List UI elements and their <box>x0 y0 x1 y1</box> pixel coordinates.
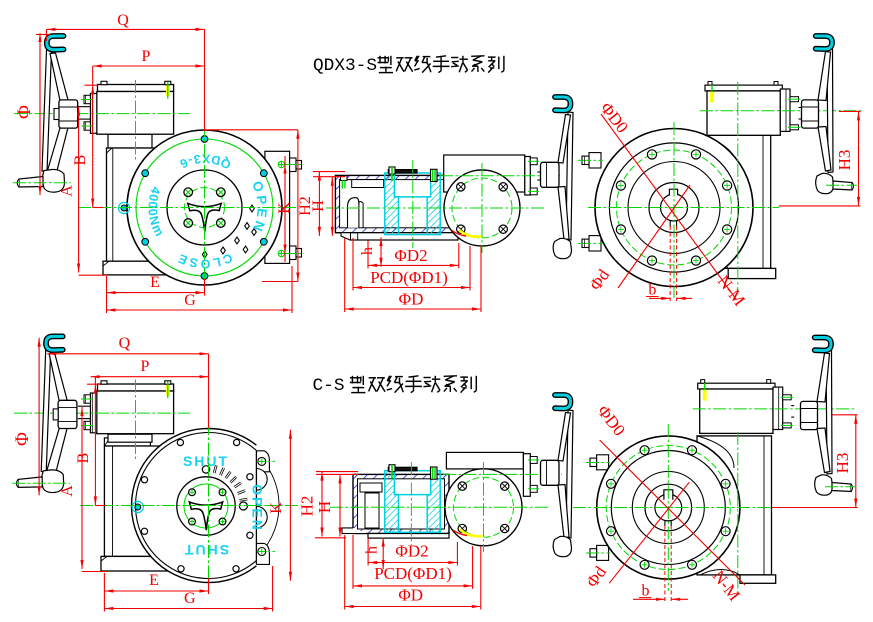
svg-text:K: K <box>276 202 293 214</box>
svg-text:H: H <box>315 501 334 513</box>
svg-text:OPEN: OPEN <box>250 484 266 532</box>
svg-text:Φ: Φ <box>14 105 35 119</box>
svg-text:H: H <box>310 200 327 212</box>
svg-text:PCD(ΦD1): PCD(ΦD1) <box>370 268 448 287</box>
svg-text:SHUT: SHUT <box>183 453 229 469</box>
svg-text:H2: H2 <box>298 496 317 517</box>
svg-text:PCD(ΦD1): PCD(ΦD1) <box>374 564 452 583</box>
svg-text:b: b <box>642 583 650 600</box>
svg-text:A: A <box>58 185 75 197</box>
svg-text:P: P <box>141 358 150 375</box>
svg-text:P: P <box>142 48 151 65</box>
svg-text:B: B <box>72 155 89 166</box>
svg-text:ΦD2: ΦD2 <box>394 246 427 265</box>
svg-text:B: B <box>75 453 92 464</box>
svg-text:QDX3-6: QDX3-6 <box>176 151 233 171</box>
svg-text:h: h <box>363 546 380 554</box>
svg-text:G: G <box>184 590 196 607</box>
svg-text:SHUT: SHUT <box>183 542 229 558</box>
svg-text:E: E <box>149 572 159 589</box>
svg-text:C-S: C-S <box>313 376 345 396</box>
svg-text:H2: H2 <box>297 196 314 216</box>
svg-text:G: G <box>184 292 196 309</box>
svg-text:ΦD: ΦD <box>398 586 423 605</box>
svg-text:K: K <box>268 502 285 514</box>
svg-text:E: E <box>150 274 160 291</box>
svg-text:H3: H3 <box>833 453 852 474</box>
svg-text:Φ: Φ <box>12 432 33 446</box>
svg-text:A: A <box>59 485 76 497</box>
svg-text:b: b <box>648 282 656 299</box>
svg-text:QDX3-S: QDX3-S <box>313 56 377 76</box>
svg-text:ΦD: ΦD <box>399 290 424 309</box>
svg-text:Q: Q <box>119 335 131 352</box>
svg-text:ΦD2: ΦD2 <box>395 542 428 561</box>
svg-text:H3: H3 <box>835 150 854 171</box>
svg-text:Q: Q <box>117 12 129 29</box>
svg-text:CLOSE: CLOSE <box>175 250 235 270</box>
